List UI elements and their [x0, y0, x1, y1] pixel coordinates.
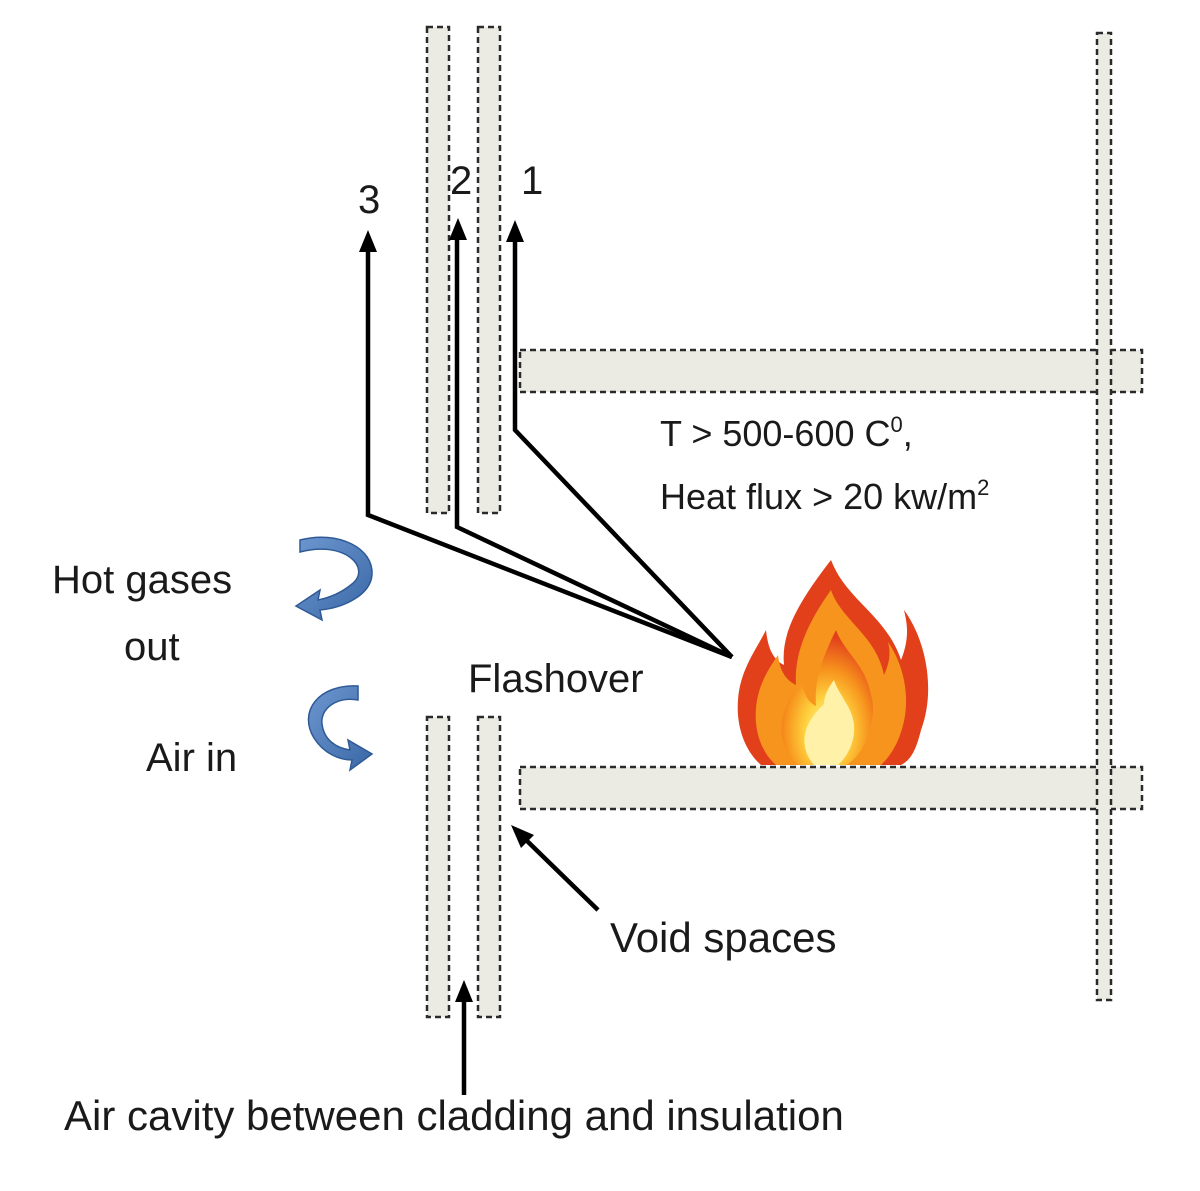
hot-gases-label-line2: out: [124, 625, 180, 669]
temperature-label: T > 500-600 C0,: [660, 412, 913, 454]
lower-cladding-panel: [425, 715, 451, 1019]
spread-path-3: [359, 230, 733, 660]
void-spaces-label: Void spaces: [610, 914, 837, 961]
upper-cladding-panel: [425, 25, 451, 515]
flashover-label: Flashover: [468, 657, 644, 701]
path-2-label: 2: [450, 159, 472, 203]
air-cavity-label: Air cavity between cladding and insulati…: [64, 1092, 844, 1139]
lower-insulation-panel: [476, 715, 502, 1019]
curved-arrow-in-icon: [307, 685, 374, 772]
air-cavity-pointer: [455, 980, 473, 1095]
lower-floor-slab: [518, 765, 1144, 811]
fire-icon: [737, 560, 929, 765]
upper-insulation-panel: [476, 25, 502, 515]
upper-floor-slab: [518, 348, 1144, 394]
path-1-label: 1: [521, 159, 543, 203]
spread-path-1: [506, 220, 734, 659]
spread-path-2: [449, 218, 733, 660]
curved-arrow-out-icon: [294, 536, 373, 622]
void-spaces-pointer: [511, 825, 600, 912]
heat-flux-label: Heat flux > 20 kw/m2: [660, 475, 989, 517]
hot-gases-label-line1: Hot gases: [52, 558, 232, 602]
path-3-label: 3: [358, 178, 380, 222]
air-in-label: Air in: [146, 736, 237, 780]
interior-wall: [1095, 31, 1113, 1002]
